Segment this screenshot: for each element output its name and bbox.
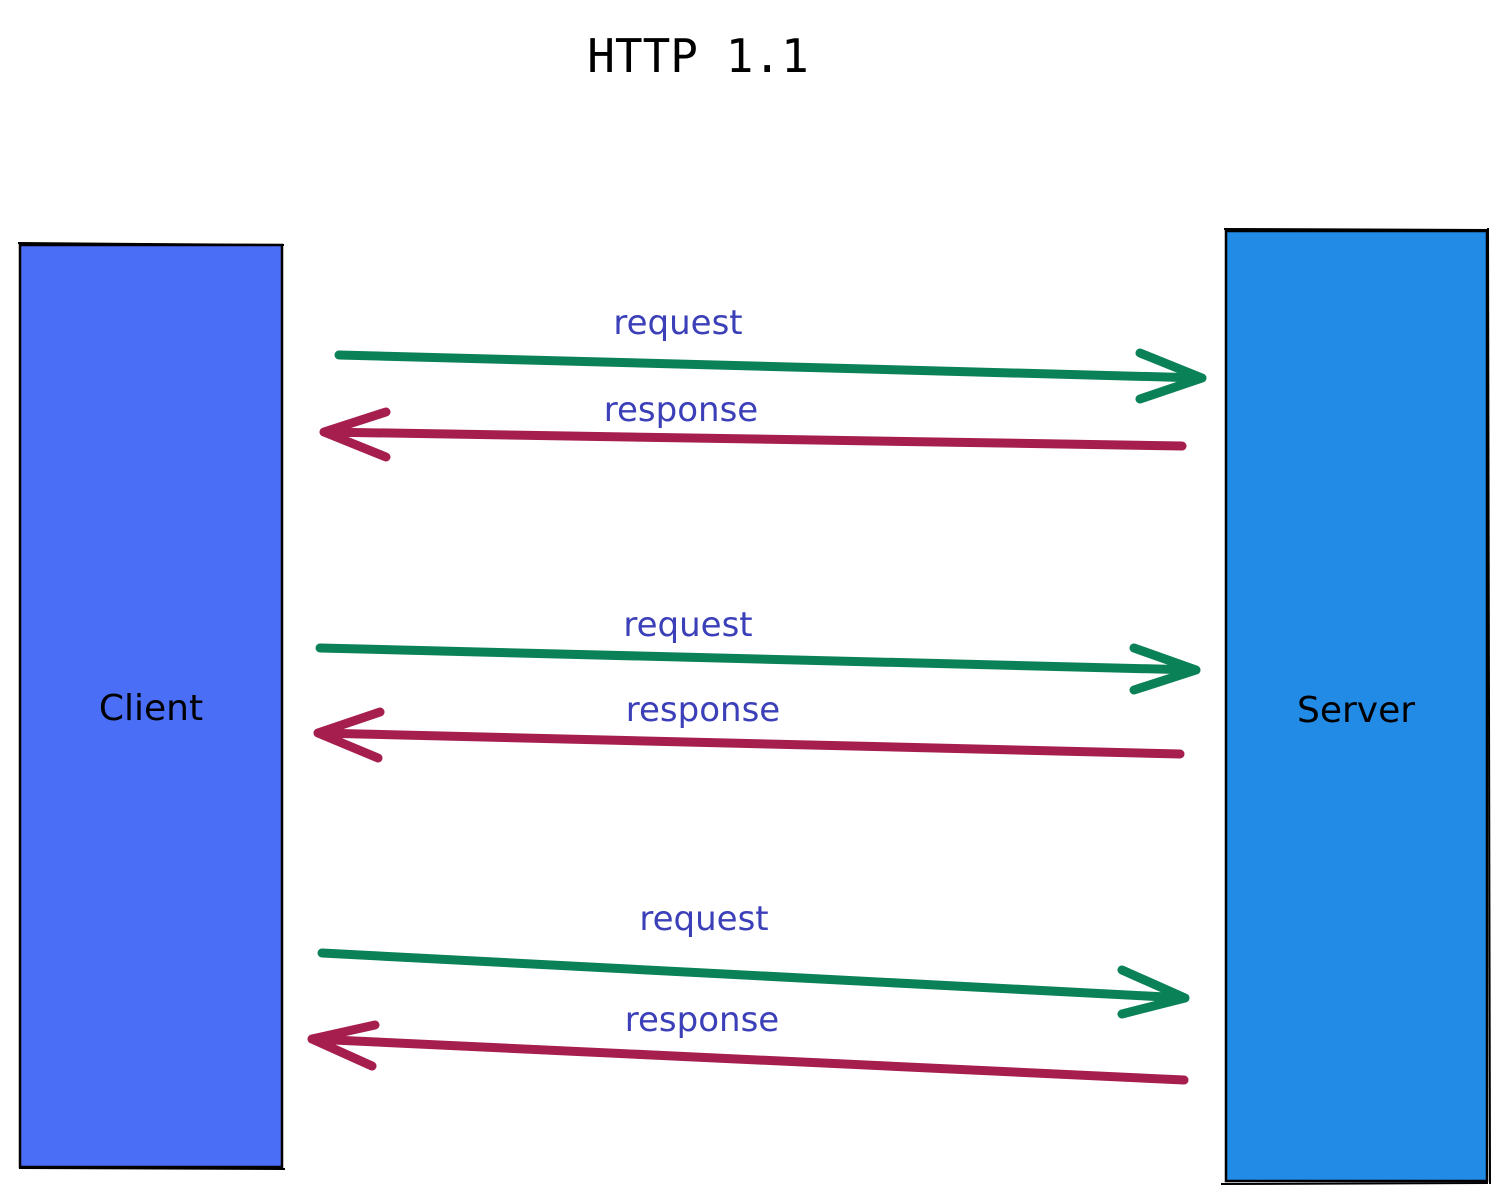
request-arrow [334,348,1207,404]
request-arrow [315,643,1201,695]
exchange-1: request response [319,303,1207,462]
server-box: Server [1220,227,1491,1185]
response-label: response [625,1000,779,1040]
response-label: response [626,690,780,730]
request-arrow [317,948,1190,1019]
response-arrow [319,407,1187,462]
client-label: Client [99,688,203,729]
request-label: request [623,605,752,645]
response-label: response [604,390,758,430]
diagram-title: HTTP 1.1 [587,29,809,83]
exchange-2: request response [313,605,1201,763]
response-arrow [307,1020,1189,1085]
client-box: Client [17,242,286,1170]
request-label: request [639,899,768,939]
server-label: Server [1297,690,1415,731]
response-arrow [313,707,1185,763]
request-label: request [613,303,742,343]
exchange-3: request response [307,899,1190,1085]
